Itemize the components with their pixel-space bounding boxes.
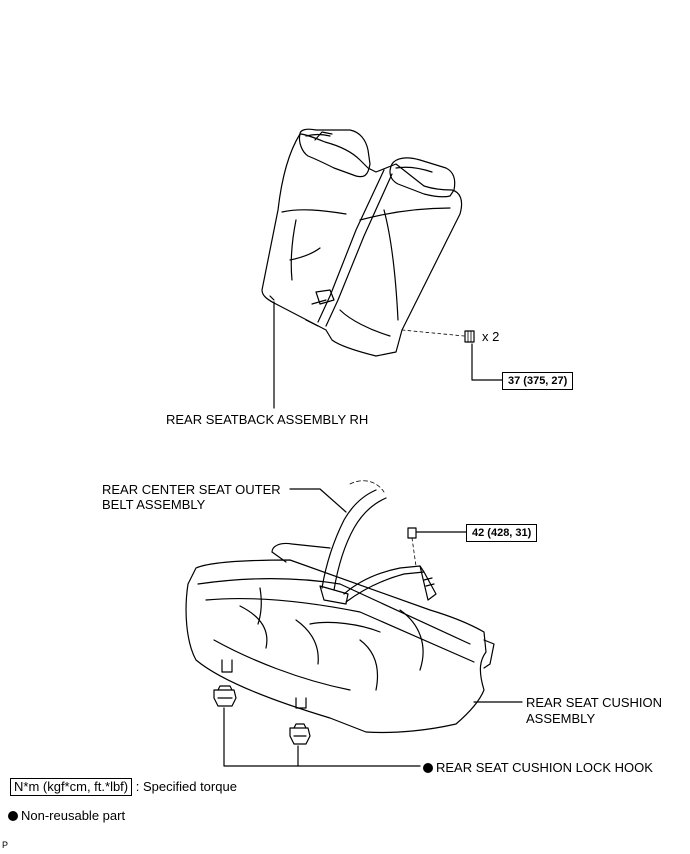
torque-unit-box: N*m (kgf*cm, ft.*lbf) xyxy=(10,778,133,796)
rear-seatback-drawing xyxy=(261,128,503,409)
non-reusable-legend-text: Non-reusable part xyxy=(21,808,126,823)
non-reusable-legend-dot-icon xyxy=(8,811,18,821)
corner-mark: P xyxy=(2,840,9,850)
torque-spec-belt: 42 (428, 31) xyxy=(466,524,538,542)
lock-hook-text: REAR SEAT CUSHION LOCK HOOK xyxy=(436,760,653,775)
non-reusable-legend: Non-reusable part xyxy=(8,808,125,823)
cushion-label-line1: REAR SEAT CUSHION xyxy=(526,695,663,710)
lock-hook-label: REAR SEAT CUSHION LOCK HOOK xyxy=(423,760,653,775)
seatback-bolt-quantity: x 2 xyxy=(482,329,500,344)
non-reusable-dot-icon xyxy=(423,763,433,773)
torque-legend-desc: : Specified torque xyxy=(135,779,237,794)
center-belt-label-line2: BELT ASSEMBLY xyxy=(102,497,206,512)
cushion-label-line2: ASSEMBLY xyxy=(526,711,596,726)
torque-spec-seatback: 37 (375, 27) xyxy=(502,372,574,390)
torque-legend: N*m (kgf*cm, ft.*lbf) : Specified torque xyxy=(10,778,237,796)
rear-seat-cushion-drawing xyxy=(185,480,523,767)
center-belt-label-line1: REAR CENTER SEAT OUTER xyxy=(102,482,281,497)
rear-seatback-label: REAR SEATBACK ASSEMBLY RH xyxy=(166,412,369,427)
